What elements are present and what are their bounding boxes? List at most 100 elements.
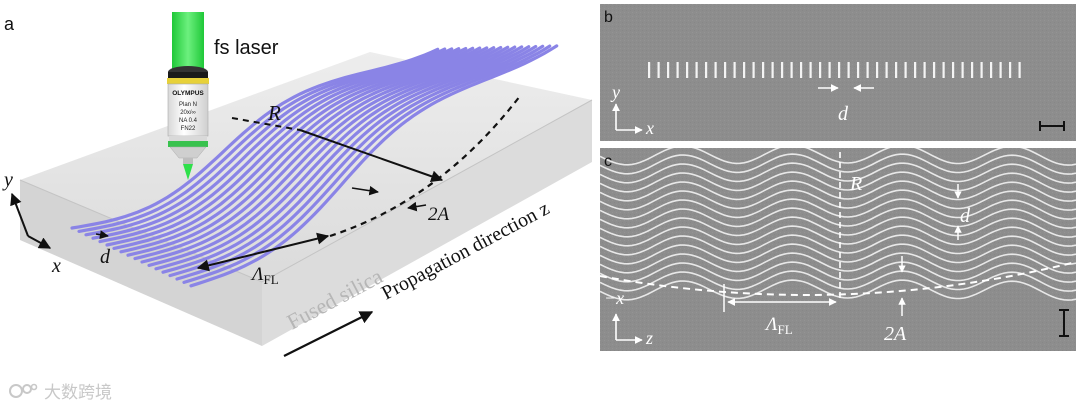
waveguide-trace — [600, 234, 1076, 256]
waveguide-trace — [600, 162, 1076, 184]
waveguide-trace — [600, 216, 1076, 238]
waveguide-line — [70, 47, 440, 230]
cross-section-bar — [733, 62, 736, 78]
cross-section-bar — [876, 62, 879, 78]
cross-section-bar — [980, 62, 983, 78]
radius-arrow — [299, 129, 444, 183]
cross-section-bar — [648, 62, 651, 78]
cross-section-bar — [790, 62, 793, 78]
cross-section-bar — [771, 62, 774, 78]
cross-section-bar — [828, 62, 831, 78]
cross-section-bar — [952, 62, 955, 78]
svg-text:NA 0.4: NA 0.4 — [179, 118, 198, 124]
waveguide-trace — [600, 171, 1076, 193]
period-label: ΛFL — [250, 264, 279, 287]
waveguide-line — [84, 47, 454, 237]
cross-section-bar — [866, 62, 869, 78]
waveguide-trace — [600, 279, 1076, 301]
waveguide-line — [119, 46, 489, 254]
cross-section-bar — [762, 62, 765, 78]
cross-section-bar — [676, 62, 679, 78]
waveguide-trace — [600, 198, 1076, 220]
cross-section-bar — [904, 62, 907, 78]
cross-section-bar — [942, 62, 945, 78]
cross-section-bar — [971, 62, 974, 78]
cross-section-bar — [809, 62, 812, 78]
waveguide-trace — [600, 252, 1076, 274]
glass-slab-right-face — [262, 100, 592, 346]
waveguide-line — [105, 46, 475, 247]
direction-arrow — [283, 311, 374, 357]
svg-text:OLYMPUS: OLYMPUS — [172, 90, 204, 97]
laser-label: fs laser — [214, 37, 279, 59]
cross-section-bar — [781, 62, 784, 78]
cross-section-bar — [990, 62, 993, 78]
cross-section-bar — [667, 62, 670, 78]
panel-b-label: b — [604, 9, 613, 26]
waveguide-trace — [600, 189, 1076, 211]
waveguide-trace — [600, 270, 1076, 292]
cross-section-bar — [961, 62, 964, 78]
waveguide-cross-sections — [648, 62, 1021, 78]
bend-curve-c — [599, 261, 1077, 296]
cross-section-bar — [657, 62, 660, 78]
cross-section-bar — [857, 62, 860, 78]
waveguide-trace — [600, 148, 1076, 166]
laser-beam-icon — [172, 12, 204, 72]
watermark: 大数跨境 — [8, 378, 112, 403]
panel-b: b d y x — [600, 4, 1076, 141]
panel-a-label: a — [4, 14, 15, 34]
waveguide-trace — [600, 153, 1076, 175]
amplitude-label: 2A — [428, 204, 450, 225]
waveguide-line — [126, 46, 496, 257]
cross-section-bar — [695, 62, 698, 78]
cross-section-bar — [895, 62, 898, 78]
spacing-label-c: d — [960, 205, 971, 227]
axis-x-label-b: x — [645, 118, 654, 138]
cross-section-bar — [1009, 62, 1012, 78]
watermark-text: 大数跨境 — [44, 383, 112, 403]
waveguide-trace — [600, 180, 1076, 202]
waveguide-top-view — [600, 148, 1076, 301]
period-label-c: ΛFL — [764, 314, 793, 337]
scale-bar-b — [1039, 121, 1065, 131]
panel-c: c R d 2A ΛFL −x z — [599, 148, 1077, 351]
cross-section-bar — [819, 62, 822, 78]
scale-bar-c — [1059, 309, 1069, 337]
waveguide-line — [77, 47, 447, 233]
cross-section-bar — [724, 62, 727, 78]
objective-lens-icon: OLYMPUS Plan N 20x/∞ NA 0.4 FN22 — [167, 66, 209, 180]
watermark-logo-icon — [9, 383, 38, 398]
cross-section-bar — [686, 62, 689, 78]
waveguide-line — [91, 47, 461, 240]
period-arrow — [196, 232, 330, 272]
panel-a: R 2A ΛFL d y x Fused silica Propagation … — [2, 12, 593, 357]
cross-section-bar — [800, 62, 803, 78]
radius-label: R — [267, 101, 281, 125]
cross-section-bar — [923, 62, 926, 78]
cross-section-bar — [914, 62, 917, 78]
cross-section-bar — [1018, 62, 1021, 78]
waveguide-trace — [600, 225, 1076, 247]
radius-label-c: R — [849, 173, 862, 195]
cross-section-bar — [847, 62, 850, 78]
axis-y-label: y — [2, 169, 13, 191]
waveguide-line — [98, 46, 468, 244]
axis-z-label: z — [645, 328, 653, 348]
cross-section-bar — [933, 62, 936, 78]
cross-section-bar — [714, 62, 717, 78]
axis-x-label: x — [51, 255, 61, 277]
waveguide-trace — [600, 207, 1076, 229]
svg-text:Plan N: Plan N — [179, 102, 197, 108]
cross-section-bar — [885, 62, 888, 78]
panel-c-label: c — [604, 153, 612, 170]
amplitude-label-c: 2A — [884, 323, 907, 345]
bend-dashed-curve — [329, 95, 521, 238]
cross-section-bar — [838, 62, 841, 78]
micrograph-c — [600, 148, 1076, 351]
cross-section-bar — [705, 62, 708, 78]
spacing-label: d — [100, 246, 111, 268]
axis-neg-x-label: −x — [604, 288, 624, 308]
waveguide-trace — [600, 261, 1076, 283]
